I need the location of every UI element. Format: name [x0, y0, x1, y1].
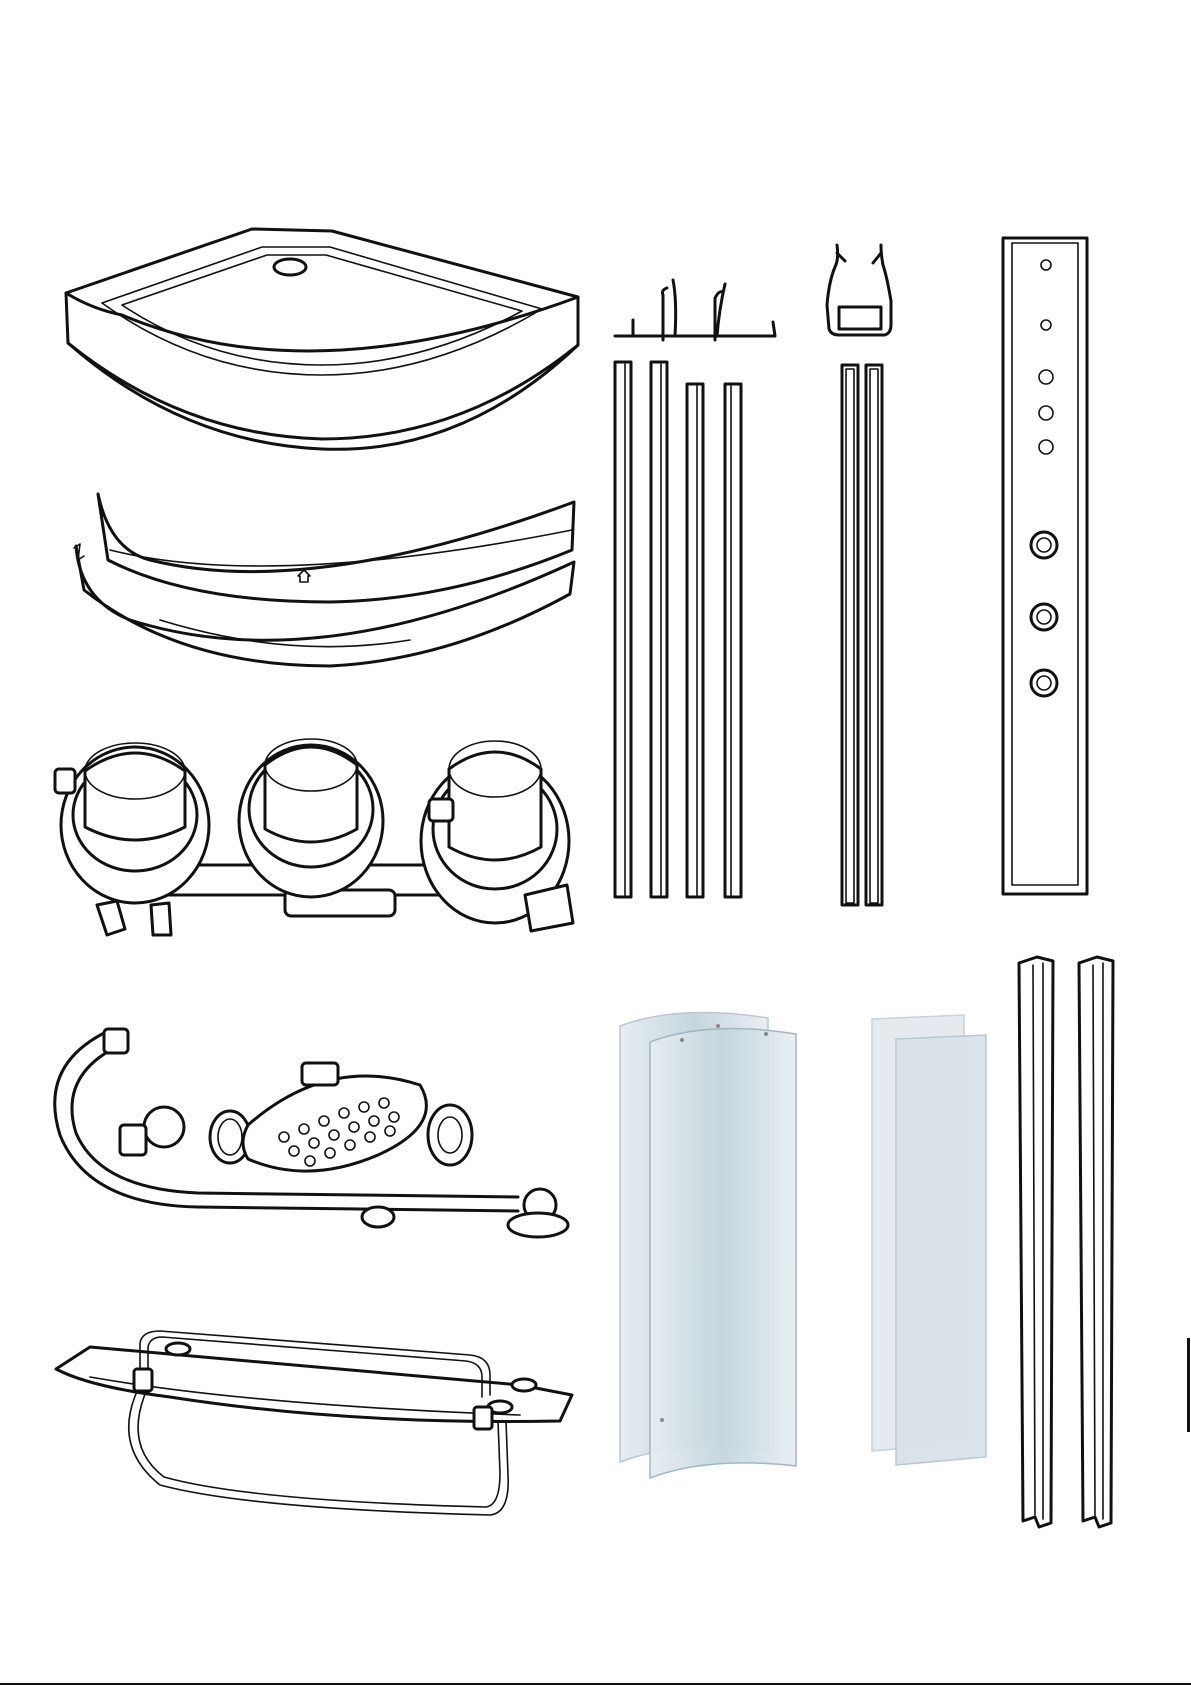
frame-post-icon	[1015, 955, 1115, 1530]
shower-tray-icon	[62, 225, 582, 455]
page-edge-mark	[1187, 1338, 1190, 1432]
profile-rail-icon	[615, 270, 785, 905]
glass-door-icon	[618, 1010, 800, 1480]
curved-panel-icon	[70, 490, 580, 675]
jet-panel-icon	[1000, 235, 1090, 900]
shower-head-icon	[48, 1025, 578, 1240]
glass-door-icon	[870, 1013, 990, 1468]
seal-strip-icon	[825, 245, 895, 910]
mixer-valve-icon	[55, 735, 575, 955]
shelf-icon	[50, 1325, 580, 1525]
